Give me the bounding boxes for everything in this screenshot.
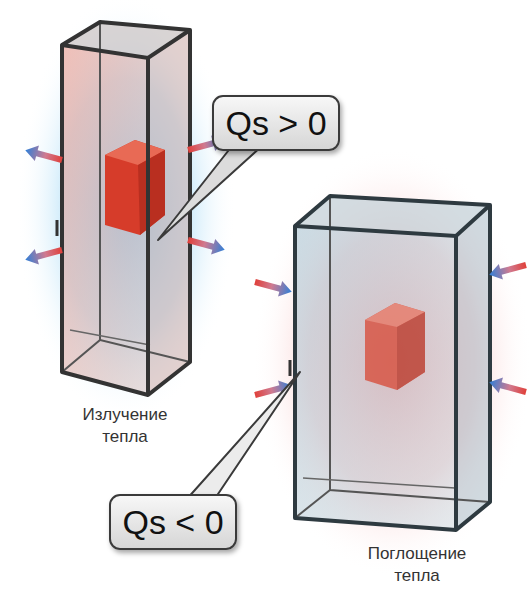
cabinet-frame xyxy=(295,205,490,236)
rear-frame xyxy=(100,22,190,362)
heat-arrow xyxy=(253,274,294,299)
cabinet-frame xyxy=(295,196,490,530)
heat-arrow xyxy=(487,374,528,399)
warm-glow xyxy=(252,147,530,577)
rear-frame xyxy=(62,340,100,372)
callout-tail xyxy=(158,146,262,240)
cabinet-frame xyxy=(62,30,190,58)
heat-source-body xyxy=(365,303,425,390)
heat-source xyxy=(365,303,425,390)
heat-arrow xyxy=(23,242,64,267)
cabinet-absorbing xyxy=(290,196,490,530)
callout-tail xyxy=(186,372,300,500)
callout-box: Qs > 0 xyxy=(212,95,340,151)
cold-glow xyxy=(16,0,236,423)
cabinet-front xyxy=(295,226,456,530)
rear-frame xyxy=(330,196,490,502)
heat-source-side xyxy=(397,312,425,390)
callout-text: Qs < 0 xyxy=(122,503,223,542)
heat-arrow xyxy=(186,232,227,257)
heat-source-side xyxy=(138,150,165,235)
cabinet-frame xyxy=(62,22,190,395)
mounting-rail xyxy=(70,330,150,345)
cabinet-frame xyxy=(454,236,458,530)
cabinet-side xyxy=(456,205,490,530)
heat-arrow xyxy=(23,142,64,167)
callout-box: Qs < 0 xyxy=(109,494,237,550)
rear-frame xyxy=(295,490,330,518)
heat-source xyxy=(105,140,165,235)
door-hinge xyxy=(289,360,292,376)
cabinet-frame xyxy=(146,58,150,395)
cabinet-emitting xyxy=(57,22,190,395)
callout-text: Qs > 0 xyxy=(225,104,326,143)
door-hinge xyxy=(56,220,59,236)
heat-arrow xyxy=(487,257,528,282)
caption-label: Излучение тепла xyxy=(60,404,190,448)
caption-label: Поглощение тепла xyxy=(352,543,482,587)
mounting-rail xyxy=(303,478,455,488)
